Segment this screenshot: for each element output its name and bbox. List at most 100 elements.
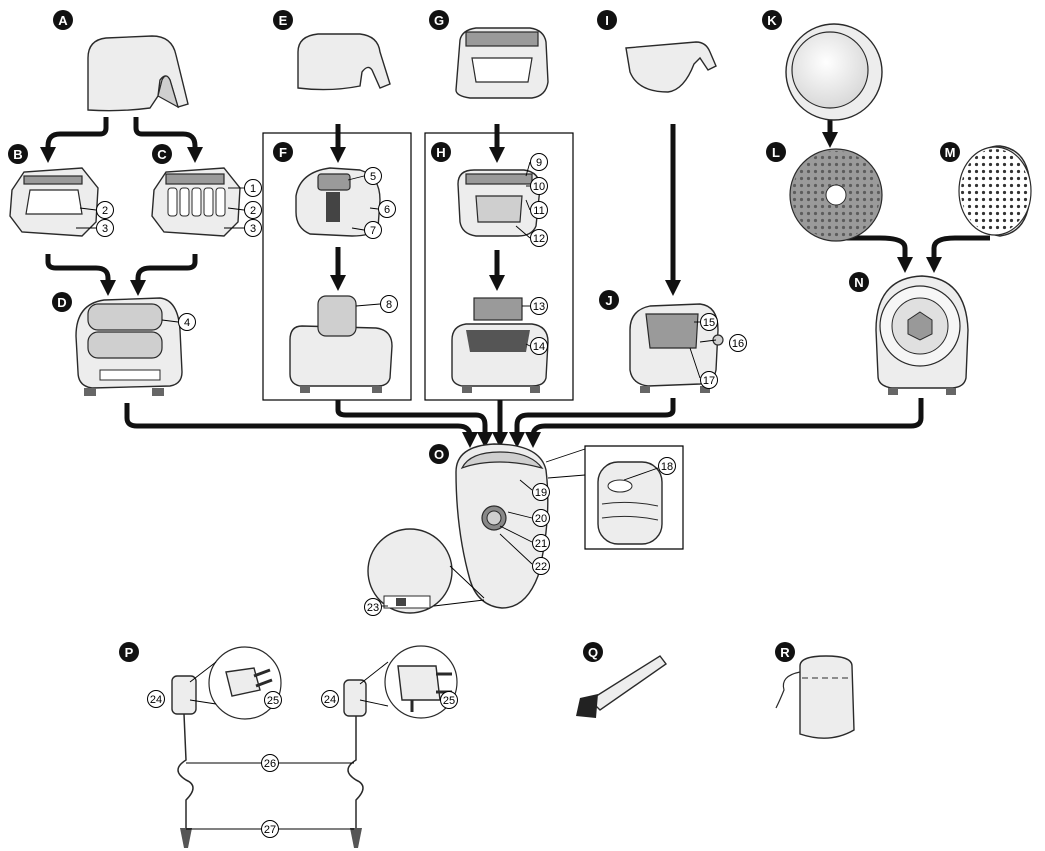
badge-n: N <box>849 272 869 292</box>
callout-24-right: 24 <box>321 690 339 708</box>
badge-h: H <box>431 142 451 162</box>
badge-h-text: H <box>436 145 445 160</box>
callout-7-text: 7 <box>370 225 376 237</box>
callout-17: 17 <box>700 371 718 389</box>
callout-2-c-text: 2 <box>250 205 256 217</box>
brush-q-drawing <box>576 655 667 718</box>
callout-22: 22 <box>532 557 550 575</box>
callout-15: 15 <box>700 313 718 331</box>
badge-i-text: I <box>605 13 609 28</box>
badge-q: Q <box>583 642 603 662</box>
callout-8-text: 8 <box>386 299 392 311</box>
detail-pointer-top <box>545 448 586 463</box>
callout-9: 9 <box>530 153 548 171</box>
callout-12: 12 <box>530 229 548 247</box>
callout-20: 20 <box>532 509 550 527</box>
badge-d-text: D <box>57 295 66 310</box>
callout-3-c-text: 3 <box>250 223 256 235</box>
callout-14-text: 14 <box>533 341 545 353</box>
disc-m-drawing <box>958 145 1032 237</box>
badge-n-text: N <box>854 275 863 290</box>
callout-16: 16 <box>729 334 747 352</box>
badge-g-text: G <box>434 13 444 28</box>
badge-g: G <box>429 10 449 30</box>
callout-27: 27 <box>261 820 279 838</box>
badge-k: K <box>762 10 782 30</box>
callout-21-text: 21 <box>535 538 547 550</box>
callout-25-left: 25 <box>264 691 282 709</box>
callout-24-right-text: 24 <box>324 694 336 706</box>
callout-24-left: 24 <box>147 690 165 708</box>
callout-10-text: 10 <box>533 181 545 193</box>
badge-p-text: P <box>125 645 134 660</box>
attachment-h-drawing <box>457 169 541 237</box>
callout-7: 7 <box>364 221 382 239</box>
callout-1-text: 1 <box>250 183 256 195</box>
callout-26: 26 <box>261 754 279 772</box>
callout-5: 5 <box>364 167 382 185</box>
head-f-drawing <box>289 295 393 393</box>
badge-r: R <box>775 642 795 662</box>
callout-2-b: 2 <box>96 201 114 219</box>
callout-11: 11 <box>530 201 548 219</box>
badge-e-text: E <box>279 13 288 28</box>
callout-18-text: 18 <box>661 461 673 473</box>
callout-1: 1 <box>244 179 262 197</box>
callout-20-text: 20 <box>535 513 547 525</box>
callout-6-text: 6 <box>384 204 390 216</box>
callout-5-text: 5 <box>370 171 376 183</box>
cap-a-drawing <box>87 35 189 112</box>
disc-l-drawing <box>789 148 883 242</box>
callout-10: 10 <box>530 177 548 195</box>
badge-f: F <box>273 142 293 162</box>
badge-b-text: B <box>13 147 22 162</box>
badge-p: P <box>119 642 139 662</box>
callout-2-b-text: 2 <box>102 205 108 217</box>
callout-22-text: 22 <box>535 561 547 573</box>
badge-l-text: L <box>772 145 780 160</box>
badge-m-text: M <box>945 145 956 160</box>
callout-24-left-text: 24 <box>150 694 162 706</box>
callout-3-b-text: 3 <box>102 223 108 235</box>
callout-16-text: 16 <box>732 338 744 350</box>
button-detail-frame <box>584 445 684 550</box>
head-h-drawing <box>451 297 549 393</box>
callout-8: 8 <box>380 295 398 313</box>
flow-arrows <box>39 116 990 449</box>
badge-q-text: Q <box>588 645 598 660</box>
badge-c-text: C <box>157 147 167 162</box>
head-n-drawing <box>875 275 969 395</box>
attachment-b-drawing <box>9 167 99 237</box>
badge-r-text: R <box>780 645 790 660</box>
cap-i-drawing <box>625 41 717 93</box>
badge-b: B <box>8 144 28 164</box>
callout-19-text: 19 <box>535 487 547 499</box>
badge-a: A <box>53 10 73 30</box>
callout-4-text: 4 <box>184 317 190 329</box>
head-d-drawing <box>75 297 183 396</box>
callout-13-text: 13 <box>533 301 545 313</box>
callout-26-text: 26 <box>264 758 276 770</box>
callout-27-text: 27 <box>264 824 276 836</box>
callout-9-text: 9 <box>536 157 542 169</box>
badge-o-text: O <box>434 447 444 462</box>
callout-15-text: 15 <box>703 317 715 329</box>
badge-j-text: J <box>605 293 612 308</box>
callout-25-right: 25 <box>440 691 458 709</box>
detail-pointer-bottom <box>547 474 586 479</box>
callout-14: 14 <box>530 337 548 355</box>
callout-4: 4 <box>178 313 196 331</box>
body-o-drawing <box>367 443 663 614</box>
adapters-p-drawing <box>171 645 458 848</box>
callout-3-b: 3 <box>96 219 114 237</box>
leader-lines <box>76 161 717 607</box>
badge-o: O <box>429 444 449 464</box>
callout-18: 18 <box>658 457 676 475</box>
pouch-r-drawing <box>775 655 855 739</box>
badge-k-text: K <box>767 13 777 28</box>
badge-i: I <box>597 10 617 30</box>
cap-k-drawing <box>785 23 883 121</box>
cap-g-drawing <box>455 27 549 99</box>
callout-6: 6 <box>378 200 396 218</box>
